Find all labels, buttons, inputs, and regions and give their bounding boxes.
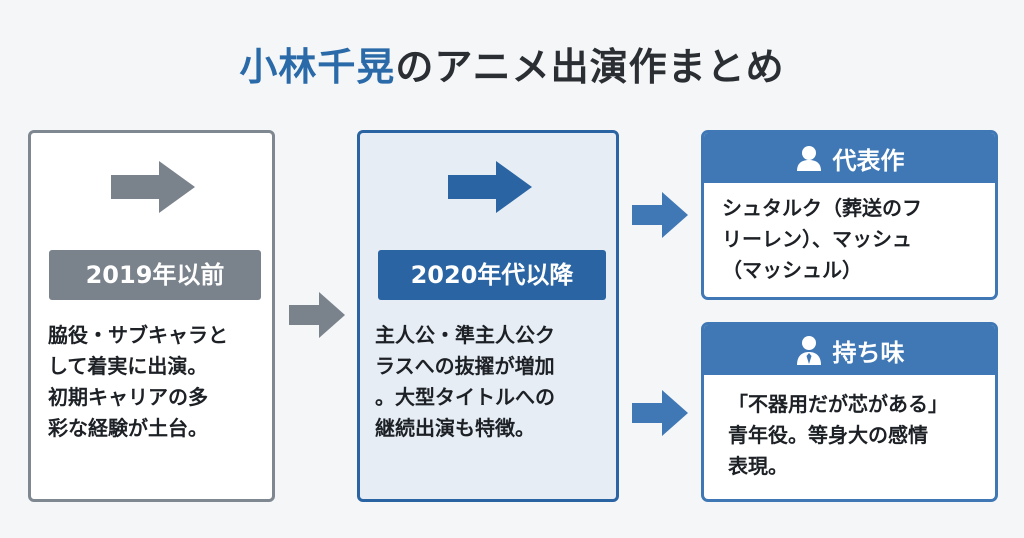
text-line: 。大型タイトルへの — [375, 385, 555, 409]
text-line: 表現。 — [728, 454, 788, 478]
panel-title: 代表作 — [832, 146, 905, 175]
text-line: 初期キャリアの多 — [48, 385, 208, 409]
representative-works-panel: 代表作 シュタルク（葬送のフ リーレン）、マッシュ （マッシュル） — [701, 130, 998, 300]
strengths-text: 「不器用だが芯がある」 青年役。等身大の感情 表現。 — [704, 375, 995, 482]
text-line: 「不器用だが芯がある」 — [728, 392, 948, 416]
era-label-before-2019: 2019年以前 — [49, 250, 261, 300]
right-arrow-icon — [111, 161, 195, 213]
right-arrow-icon — [448, 161, 532, 213]
right-arrow-icon — [632, 192, 688, 238]
panel-title: 持ち味 — [832, 338, 905, 367]
panel-header: 持ち味 — [704, 325, 995, 375]
businessman-icon — [796, 336, 821, 365]
person-icon — [796, 146, 821, 171]
text-line: して着実に出演。 — [48, 354, 208, 378]
text-line: （マッシュル） — [722, 258, 862, 282]
text-line: ラスへの抜擢が増加 — [375, 354, 555, 378]
right-arrow-icon — [289, 292, 345, 338]
title-accent: 小林千晃 — [239, 45, 396, 89]
right-arrow-icon — [632, 390, 688, 436]
title-rest: のアニメ出演作まとめ — [395, 45, 785, 89]
era-description-before-2019: 脇役・サブキャラと して着実に出演。 初期キャリアの多 彩な経験が土台。 — [48, 320, 266, 444]
representative-works-text: シュタルク（葬送のフ リーレン）、マッシュ （マッシュル） — [704, 183, 995, 286]
era-card-2020s: 2020年代以降 主人公・準主人公ク ラスへの抜擢が増加 。大型タイトルへの 継… — [357, 130, 619, 502]
text-line: シュタルク（葬送のフ — [722, 196, 922, 220]
page-title: 小林千晃のアニメ出演作まとめ — [0, 36, 1024, 91]
text-line: 彩な経験が土台。 — [48, 416, 208, 440]
era-card-before-2019: 2019年以前 脇役・サブキャラと して着実に出演。 初期キャリアの多 彩な経験… — [28, 130, 275, 502]
text-line: 継続出演も特徴。 — [375, 416, 535, 440]
text-line: 青年役。等身大の感情 — [728, 423, 928, 447]
strengths-panel: 持ち味 「不器用だが芯がある」 青年役。等身大の感情 表現。 — [701, 322, 998, 502]
era-description-2020s: 主人公・準主人公ク ラスへの抜擢が増加 。大型タイトルへの 継続出演も特徴。 — [375, 320, 611, 444]
era-label-2020s: 2020年代以降 — [378, 250, 606, 300]
text-line: 主人公・準主人公ク — [375, 323, 555, 347]
text-line: 脇役・サブキャラと — [48, 323, 228, 347]
text-line: リーレン）、マッシュ — [722, 227, 912, 251]
panel-header: 代表作 — [704, 133, 995, 183]
